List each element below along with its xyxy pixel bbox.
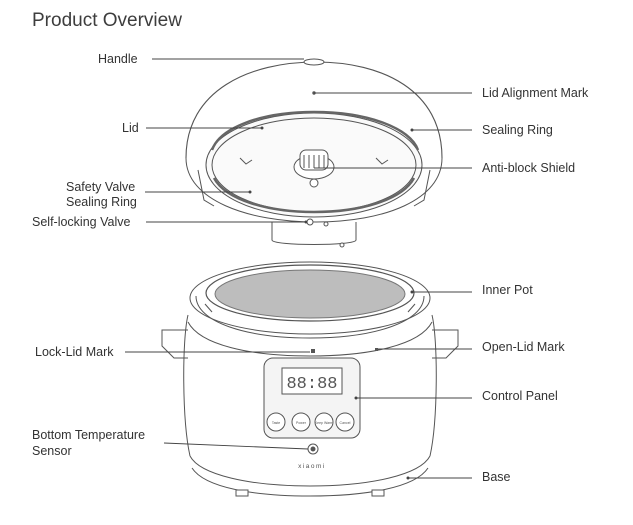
label-bottom-temperature-sensor: Sensor [32, 444, 72, 458]
label-self-locking-valve: Self-locking Valve [32, 215, 131, 229]
label-anti-block-shield: Anti-block Shield [482, 161, 576, 175]
leader-lines [125, 58, 472, 479]
label-lock-lid-mark: Lock-Lid Mark [35, 345, 114, 359]
panel-button-3: Keep Warm [315, 421, 333, 425]
panel-button-2: Power [296, 421, 307, 425]
page-title: Product Overview [32, 10, 182, 31]
label-safety-valve: Safety Valve [66, 180, 136, 194]
lid-illustration [185, 58, 443, 248]
label-lid-alignment-mark: Lid Alignment Mark [482, 86, 589, 100]
label-safety-valve-sealing-ring: Sealing Ring [66, 195, 137, 209]
panel-button-1: Taste [272, 421, 280, 425]
label-handle: Handle [98, 52, 138, 66]
label-sealing-ring: Sealing Ring [482, 123, 553, 137]
label-control-panel: Control Panel [482, 389, 558, 403]
label-inner-pot: Inner Pot [482, 283, 533, 297]
label-bottom-temperature: Bottom Temperature [32, 428, 146, 442]
brand-text: xiaomi [298, 463, 326, 470]
label-base: Base [482, 470, 511, 484]
label-open-lid-mark: Open-Lid Mark [482, 340, 565, 354]
display-digits: 88:88 [286, 375, 337, 394]
cooker-body-illustration [161, 261, 459, 497]
label-lid: Lid [122, 121, 139, 135]
panel-button-4: Cancel [340, 421, 351, 425]
